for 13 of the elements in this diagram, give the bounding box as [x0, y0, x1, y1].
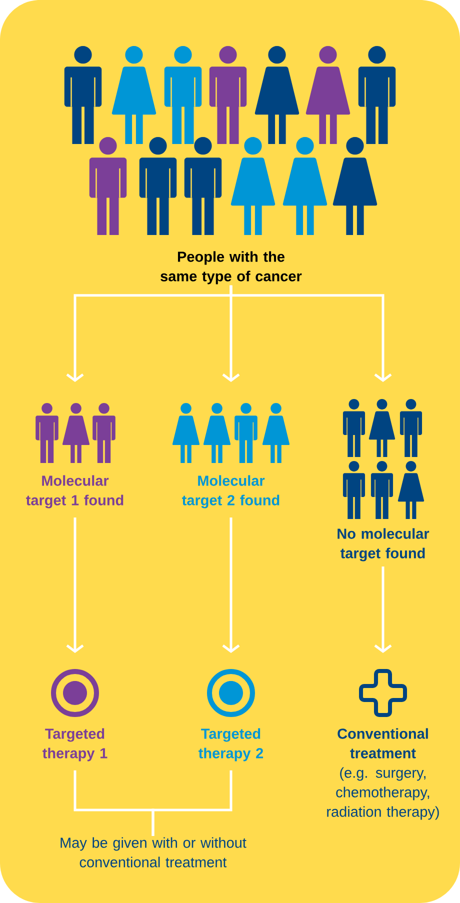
caption-text: People with the same type of cancer [160, 251, 302, 284]
therapy-label: Targeted therapy 1 [42, 728, 108, 762]
connector [152, 770, 232, 836]
therapy-label: Targeted therapy 2 [198, 728, 264, 762]
note-text: May be given with or without conventional treatment [60, 837, 246, 868]
connector [374, 566, 392, 653]
connector [230, 285, 392, 382]
connector [66, 518, 84, 653]
group-label: No molecular target found [338, 528, 430, 562]
therapy-label: Conventional treatment (e.g. surgery, chemotherapy, radiation therapy) [327, 728, 439, 820]
group-label: Molecular target 2 found [182, 475, 280, 508]
connector [222, 518, 240, 653]
group-label: Molecular target 1 found [26, 475, 124, 508]
